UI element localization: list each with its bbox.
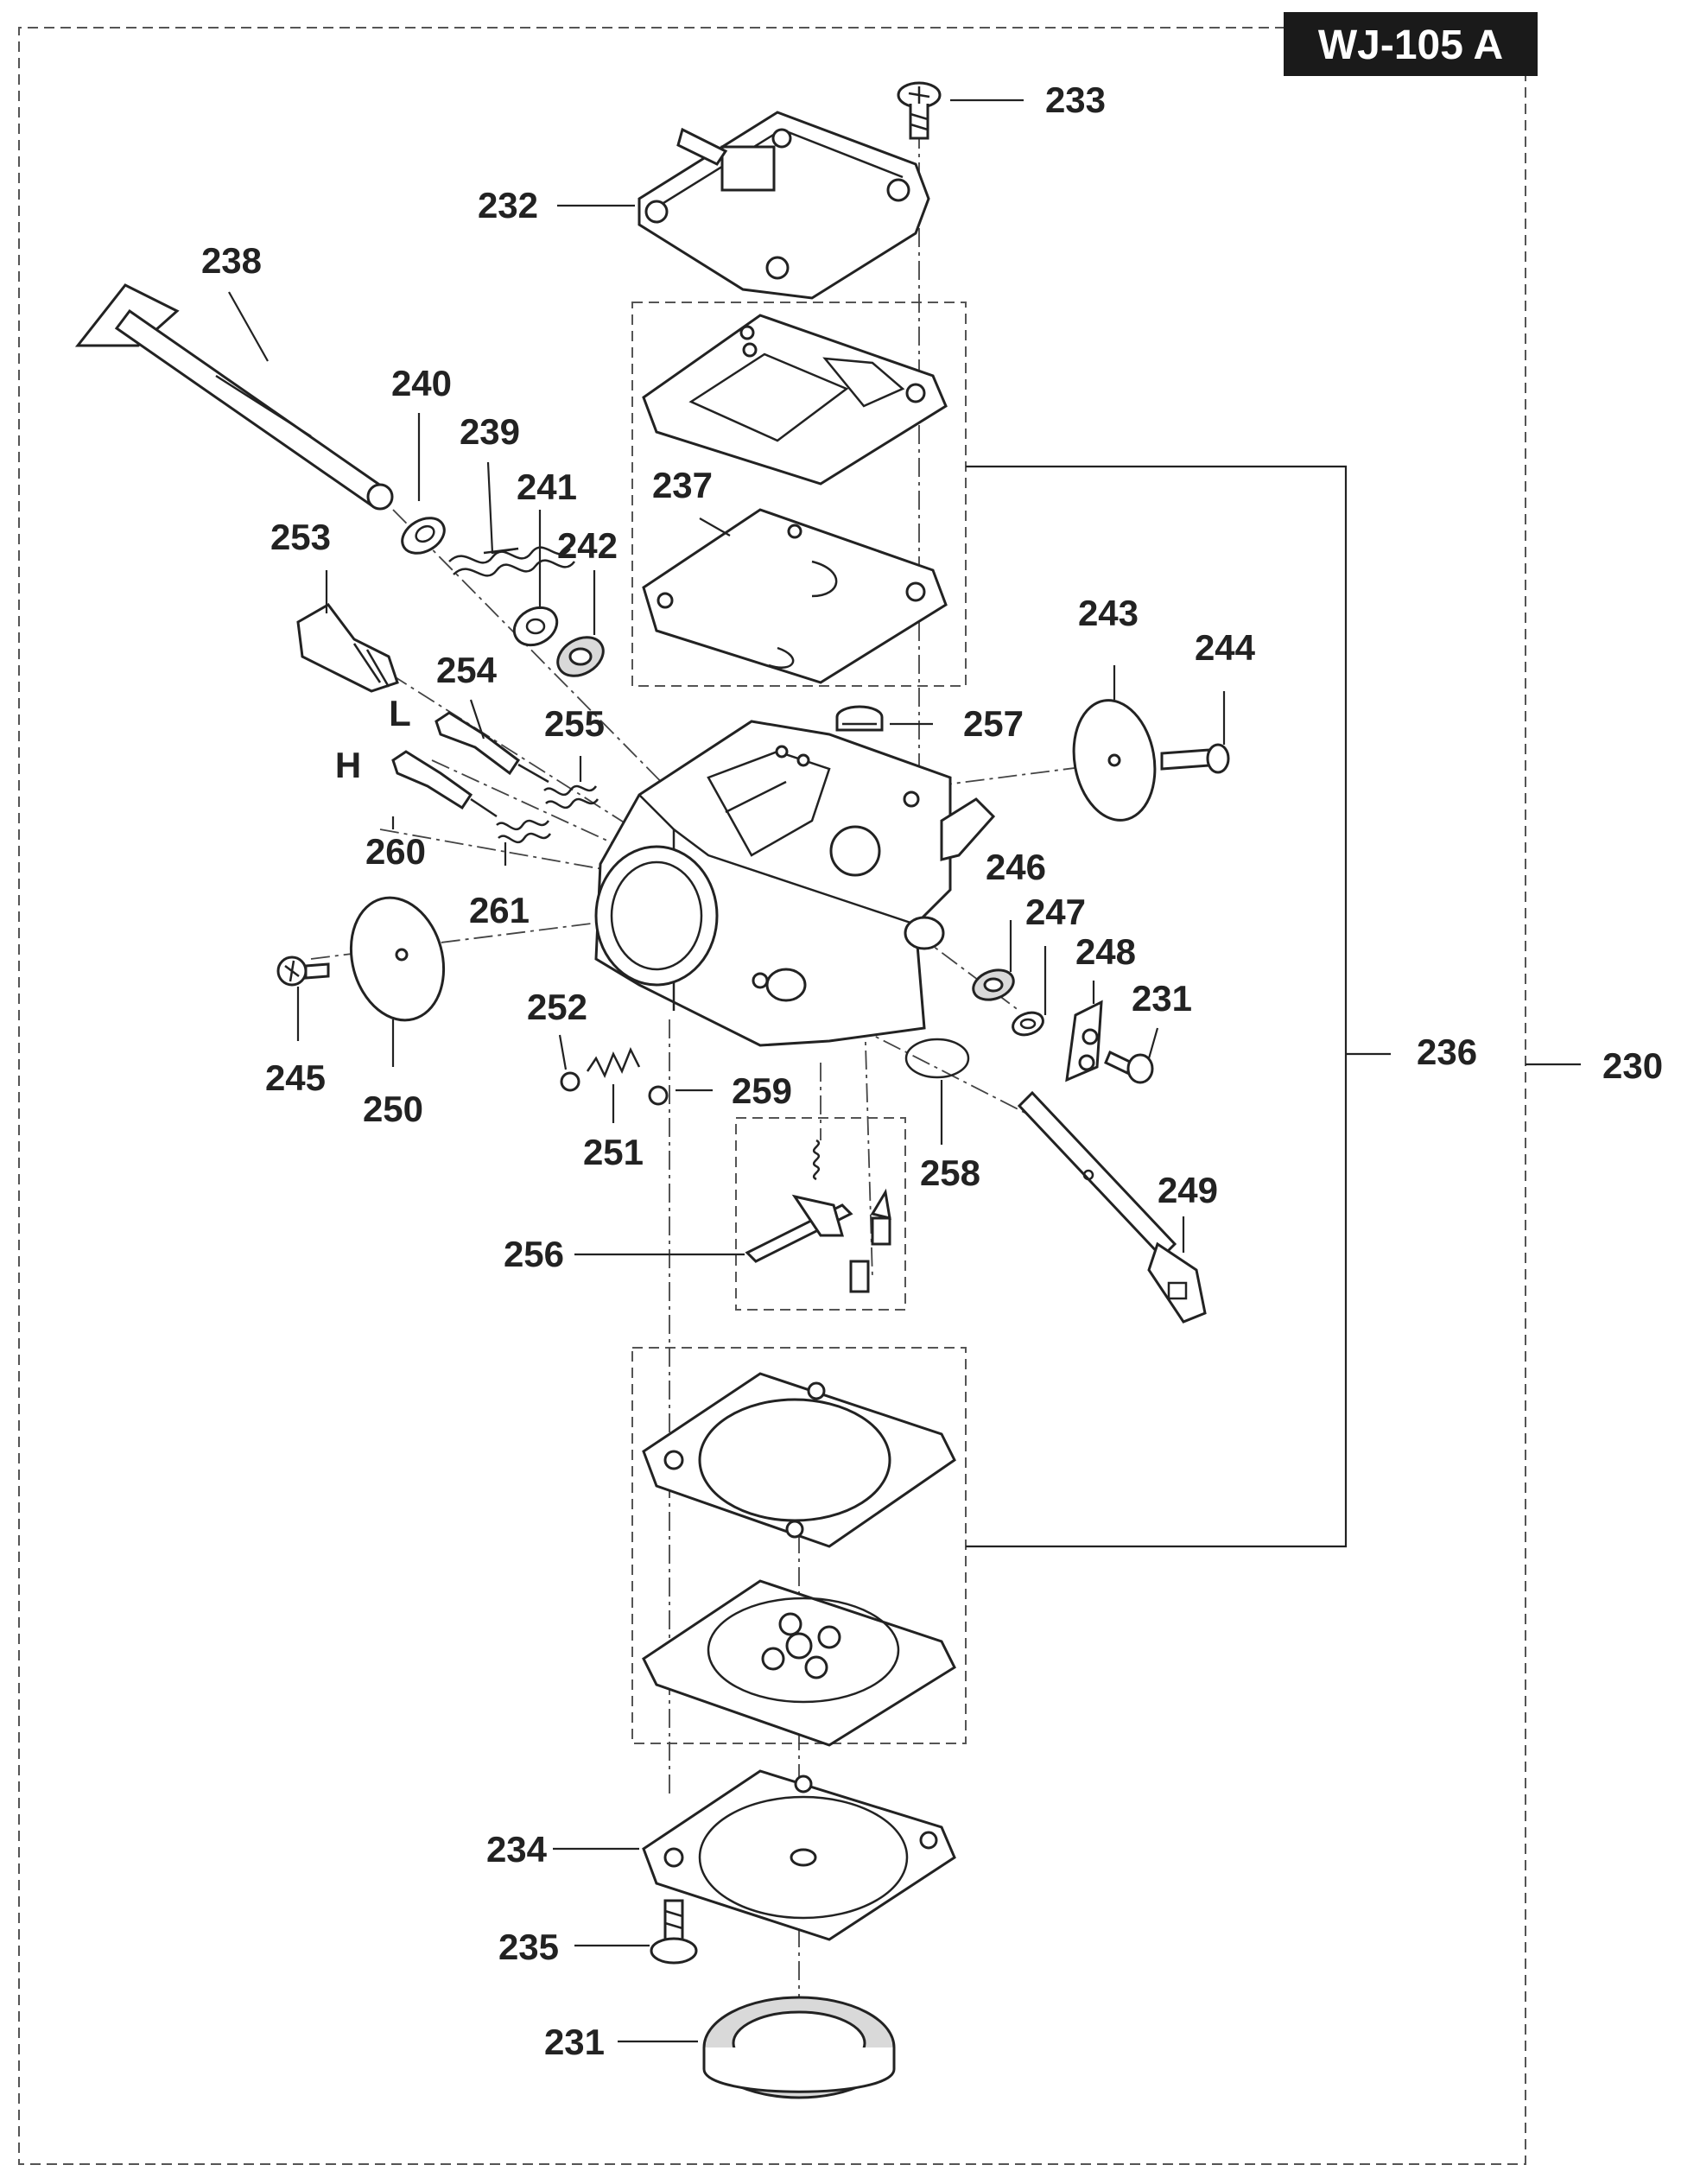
spring-261 (496, 819, 552, 844)
needle-260 (391, 750, 498, 818)
callout-238: 238 (201, 240, 262, 281)
callout-labels: 233 232 238 240 239 241 237 242 253 254 … (201, 79, 1663, 2062)
lever-248 (1065, 1000, 1103, 1082)
callout-235: 235 (498, 1927, 559, 1967)
ball-252 (560, 1071, 580, 1092)
callout-253: 253 (270, 517, 331, 557)
callout-247: 247 (1025, 892, 1086, 932)
filter-screen-257 (835, 705, 884, 732)
callout-234: 234 (486, 1829, 548, 1870)
callout-233: 233 (1045, 79, 1106, 120)
callout-245: 245 (265, 1057, 326, 1098)
carburetor-body (594, 720, 996, 1047)
callout-246: 246 (986, 847, 1046, 887)
ball-259 (648, 1085, 669, 1106)
spring-239 (448, 546, 575, 577)
screw-235 (650, 1899, 698, 1965)
callout-231-side: 231 (1132, 978, 1192, 1019)
metering-lever-256 (745, 1139, 891, 1293)
model-badge: WJ-105 A (1284, 12, 1538, 76)
screw-231-side (1104, 1050, 1154, 1084)
gasket-ring-231 (702, 1996, 896, 2099)
callout-250: 250 (363, 1089, 423, 1129)
callout-252: 252 (527, 987, 587, 1027)
washer-247 (1012, 1011, 1044, 1037)
model-title: WJ-105 A (1318, 22, 1503, 68)
pump-cover-232 (638, 111, 930, 300)
label-low: L (389, 693, 411, 733)
callout-240: 240 (391, 363, 452, 403)
callout-260: 260 (365, 831, 426, 872)
callout-255: 255 (544, 703, 605, 744)
callout-232: 232 (478, 185, 538, 225)
throttle-shaft-238 (74, 283, 394, 511)
callout-256: 256 (504, 1234, 564, 1274)
callout-237: 237 (652, 465, 713, 505)
spring-255 (543, 784, 599, 809)
callout-251: 251 (583, 1132, 644, 1172)
callout-239: 239 (460, 411, 520, 452)
callout-243: 243 (1078, 593, 1139, 633)
screw-244 (1160, 743, 1230, 774)
plug-253 (296, 603, 399, 693)
callout-254: 254 (436, 650, 498, 690)
callout-249: 249 (1158, 1170, 1218, 1210)
throttle-plate-243 (1072, 699, 1157, 822)
gasket-lower (642, 1372, 956, 1747)
needle-254 (435, 711, 549, 784)
choke-plate-250 (349, 896, 446, 1022)
spring-251 (586, 1046, 641, 1079)
callout-236: 236 (1417, 1032, 1477, 1072)
bracket-236 (966, 465, 1348, 1548)
o-ring-258 (904, 1038, 970, 1079)
callout-241: 241 (517, 467, 577, 507)
callout-257: 257 (963, 703, 1024, 744)
leader-lines (228, 98, 1226, 2043)
choke-shaft-249 (1017, 1090, 1207, 1324)
callout-248: 248 (1075, 931, 1136, 972)
callout-259: 259 (732, 1070, 792, 1111)
cover-234 (642, 1769, 956, 1941)
callout-230: 230 (1602, 1045, 1663, 1086)
seal-242 (556, 636, 605, 677)
callout-258: 258 (920, 1152, 980, 1193)
washer-241 (512, 606, 559, 647)
callout-231-bottom: 231 (544, 2022, 605, 2062)
washer-240 (401, 517, 446, 555)
callout-244: 244 (1195, 627, 1256, 668)
screw-245 (276, 956, 330, 987)
label-high: H (335, 745, 361, 785)
seal-246 (972, 968, 1015, 1001)
gasket-237 (642, 314, 948, 684)
screw-233 (897, 81, 942, 140)
callout-242: 242 (557, 525, 618, 566)
callout-261: 261 (469, 890, 530, 930)
